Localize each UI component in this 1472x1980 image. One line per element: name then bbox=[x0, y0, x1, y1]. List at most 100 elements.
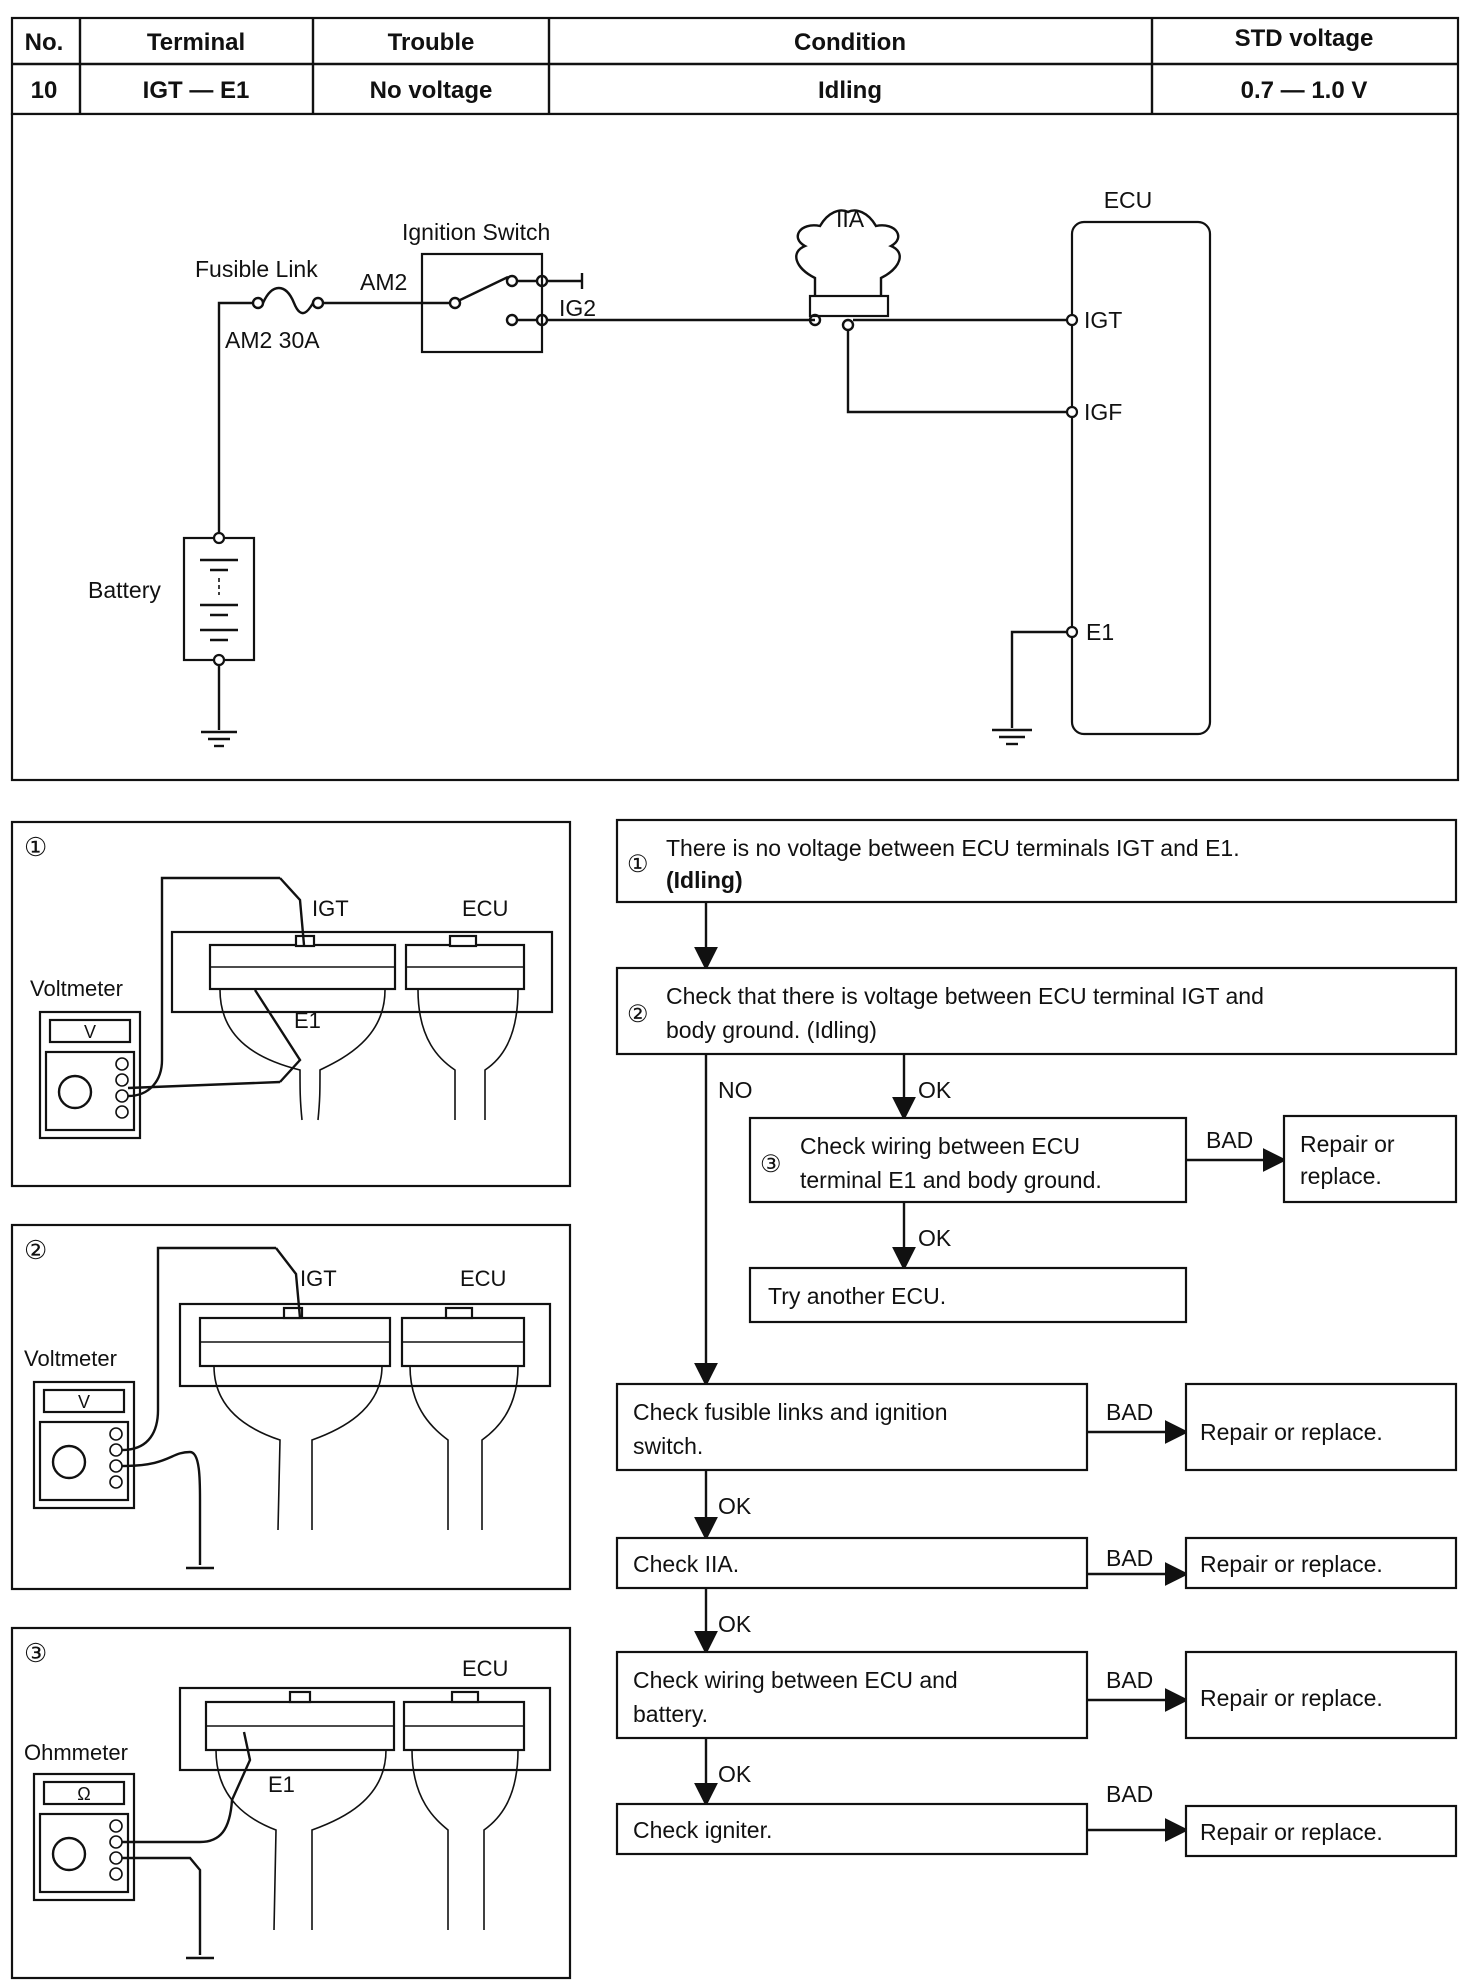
panel-2-voltmeter-igt-ground: ② Voltmeter V IGT bbox=[10, 1223, 572, 1591]
e1-probe bbox=[230, 1731, 252, 1801]
panel-3-meter-symbol: Ω bbox=[77, 1784, 90, 1804]
e1-probe bbox=[253, 989, 302, 1083]
header-terminal: Terminal bbox=[147, 29, 245, 56]
flow-step-3 bbox=[748, 1116, 1188, 1204]
cell-no: 10 bbox=[31, 77, 58, 104]
flow-fusible-text: Check fusible links and ignition bbox=[633, 1399, 948, 1425]
flow-iia-text: Check IIA. bbox=[633, 1551, 739, 1577]
ecu-block bbox=[1070, 220, 1212, 736]
header-condition: Condition bbox=[794, 29, 906, 56]
flow-ok-label: OK bbox=[718, 1493, 752, 1519]
panel-1-meter-label: Voltmeter bbox=[30, 976, 123, 1001]
flow-bad-label: BAD bbox=[1106, 1399, 1153, 1425]
ig2-label: IG2 bbox=[559, 295, 596, 321]
flow-ok-label: OK bbox=[718, 1611, 752, 1637]
header-no: No. bbox=[25, 29, 64, 56]
panel-2-igt-label: IGT bbox=[300, 1266, 337, 1291]
flow-repair-text: Repair or replace. bbox=[1200, 1551, 1383, 1577]
panel-1-number: ① bbox=[24, 832, 47, 862]
flow-ok-label: OK bbox=[718, 1761, 752, 1787]
flow-step-1-number: ① bbox=[627, 851, 649, 878]
ecu-connector-icon bbox=[170, 930, 554, 1121]
flow-ok-label: OK bbox=[918, 1225, 952, 1251]
flow-step-3-number: ③ bbox=[760, 1151, 782, 1178]
flow-try-ecu-text: Try another ECU. bbox=[768, 1283, 946, 1309]
flow-repair-box-3 bbox=[1184, 1536, 1458, 1590]
header-std-voltage: STD voltage bbox=[1235, 25, 1374, 52]
flow-ok-label: OK bbox=[918, 1077, 952, 1103]
troubleshooting-flowchart: ① There is no voltage between ECU termin… bbox=[615, 818, 1458, 1858]
flow-no-label: NO bbox=[718, 1077, 753, 1103]
flow-step-2-text: Check that there is voltage between ECU … bbox=[666, 983, 1264, 1009]
ecu-ground-icon bbox=[992, 728, 1032, 746]
battery-ground-icon bbox=[201, 730, 237, 748]
flow-wiring-text: Check wiring between ECU and bbox=[633, 1667, 958, 1693]
ignition-switch-label: Ignition Switch bbox=[402, 219, 550, 245]
flow-step-1 bbox=[615, 818, 1458, 904]
iia-label: IIA bbox=[836, 206, 865, 232]
panel-1-e1-label: E1 bbox=[294, 1008, 321, 1033]
battery-label: Battery bbox=[88, 577, 161, 603]
flow-bad-label: BAD bbox=[1106, 1545, 1153, 1571]
flow-repair-box-1 bbox=[1282, 1114, 1458, 1204]
flow-repair-text: Repair or replace. bbox=[1200, 1685, 1383, 1711]
panel-2-ecu-label: ECU bbox=[460, 1266, 506, 1291]
panel-1-igt-label: IGT bbox=[312, 896, 349, 921]
flow-repair-box-4 bbox=[1184, 1650, 1458, 1740]
panel-2-meter-symbol: V bbox=[78, 1392, 90, 1412]
panel-3-e1-label: E1 bbox=[268, 1772, 295, 1797]
flow-iia-box bbox=[615, 1536, 1089, 1590]
flow-step-1-condition: (Idling) bbox=[666, 867, 743, 893]
flow-repair-text: Repair or replace. bbox=[1200, 1419, 1383, 1445]
panel-2-meter-label: Voltmeter bbox=[24, 1346, 117, 1371]
flow-bad-label: BAD bbox=[1106, 1781, 1153, 1807]
fusible-link-label: Fusible Link bbox=[195, 256, 318, 282]
fusible-rating-label: AM2 30A bbox=[225, 327, 320, 353]
flow-bad-label: BAD bbox=[1106, 1667, 1153, 1693]
battery-positive-wire bbox=[217, 301, 252, 538]
flow-repair-text: Repair or replace. bbox=[1200, 1819, 1383, 1845]
panel-3-ohmmeter-e1-ground: ③ Ohmmeter Ω E1 bbox=[10, 1626, 572, 1980]
flow-repair-box-2 bbox=[1184, 1382, 1458, 1472]
e1-terminal-label: E1 bbox=[1086, 619, 1114, 645]
spec-table: No. Terminal Trouble Condition STD volta… bbox=[10, 16, 1460, 116]
panel-3-ecu-label: ECU bbox=[462, 1656, 508, 1681]
ecu-label: ECU bbox=[1104, 187, 1153, 213]
igf-terminal-label: IGF bbox=[1084, 399, 1122, 425]
flow-igniter-text: Check igniter. bbox=[633, 1817, 772, 1843]
flow-repair-text-1: Repair or bbox=[1300, 1131, 1395, 1157]
flow-step-2 bbox=[615, 966, 1458, 1056]
circuit-diagram: Fusible Link AM2 30A Ignition Switch AM2… bbox=[10, 112, 1460, 782]
flow-fusible-text-2: switch. bbox=[633, 1433, 703, 1459]
iia-ignition-assembly-icon bbox=[795, 209, 901, 332]
voltmeter-icon bbox=[38, 1010, 142, 1140]
e1-ground-wire bbox=[1010, 630, 1067, 728]
igt-terminal-label: IGT bbox=[1084, 307, 1122, 333]
flow-repair-text-2: replace. bbox=[1300, 1163, 1382, 1189]
flow-try-ecu-box bbox=[748, 1266, 1188, 1324]
ignition-switch-icon bbox=[420, 252, 584, 354]
flow-fusible-box bbox=[615, 1382, 1089, 1472]
flow-wiring-box bbox=[615, 1650, 1089, 1740]
voltmeter-icon bbox=[32, 1380, 136, 1510]
flow-repair-box-5 bbox=[1184, 1804, 1458, 1858]
flow-step-3-text-2: terminal E1 and body ground. bbox=[800, 1167, 1102, 1193]
header-trouble: Trouble bbox=[388, 29, 475, 56]
flow-bad-label: BAD bbox=[1206, 1127, 1253, 1153]
panel-1-ecu-label: ECU bbox=[462, 896, 508, 921]
panel-3-meter-label: Ohmmeter bbox=[24, 1740, 128, 1765]
cell-condition: Idling bbox=[818, 77, 882, 104]
ecu-connector-icon bbox=[178, 1302, 552, 1531]
panel-1-voltmeter-igt-e1: ① Voltmeter V IGT E1 bbox=[10, 820, 572, 1188]
igf-wire bbox=[846, 330, 1072, 414]
panel-1-meter-symbol: V bbox=[84, 1022, 96, 1042]
panel-2-number: ② bbox=[24, 1235, 47, 1265]
ohmmeter-icon bbox=[32, 1772, 136, 1902]
flow-wiring-text-2: battery. bbox=[633, 1701, 708, 1727]
battery-icon bbox=[182, 531, 256, 667]
am2-label: AM2 bbox=[360, 269, 407, 295]
panel-3-number: ③ bbox=[24, 1638, 47, 1668]
cell-terminal: IGT — E1 bbox=[143, 77, 250, 104]
ecu-connector-icon bbox=[178, 1686, 552, 1931]
